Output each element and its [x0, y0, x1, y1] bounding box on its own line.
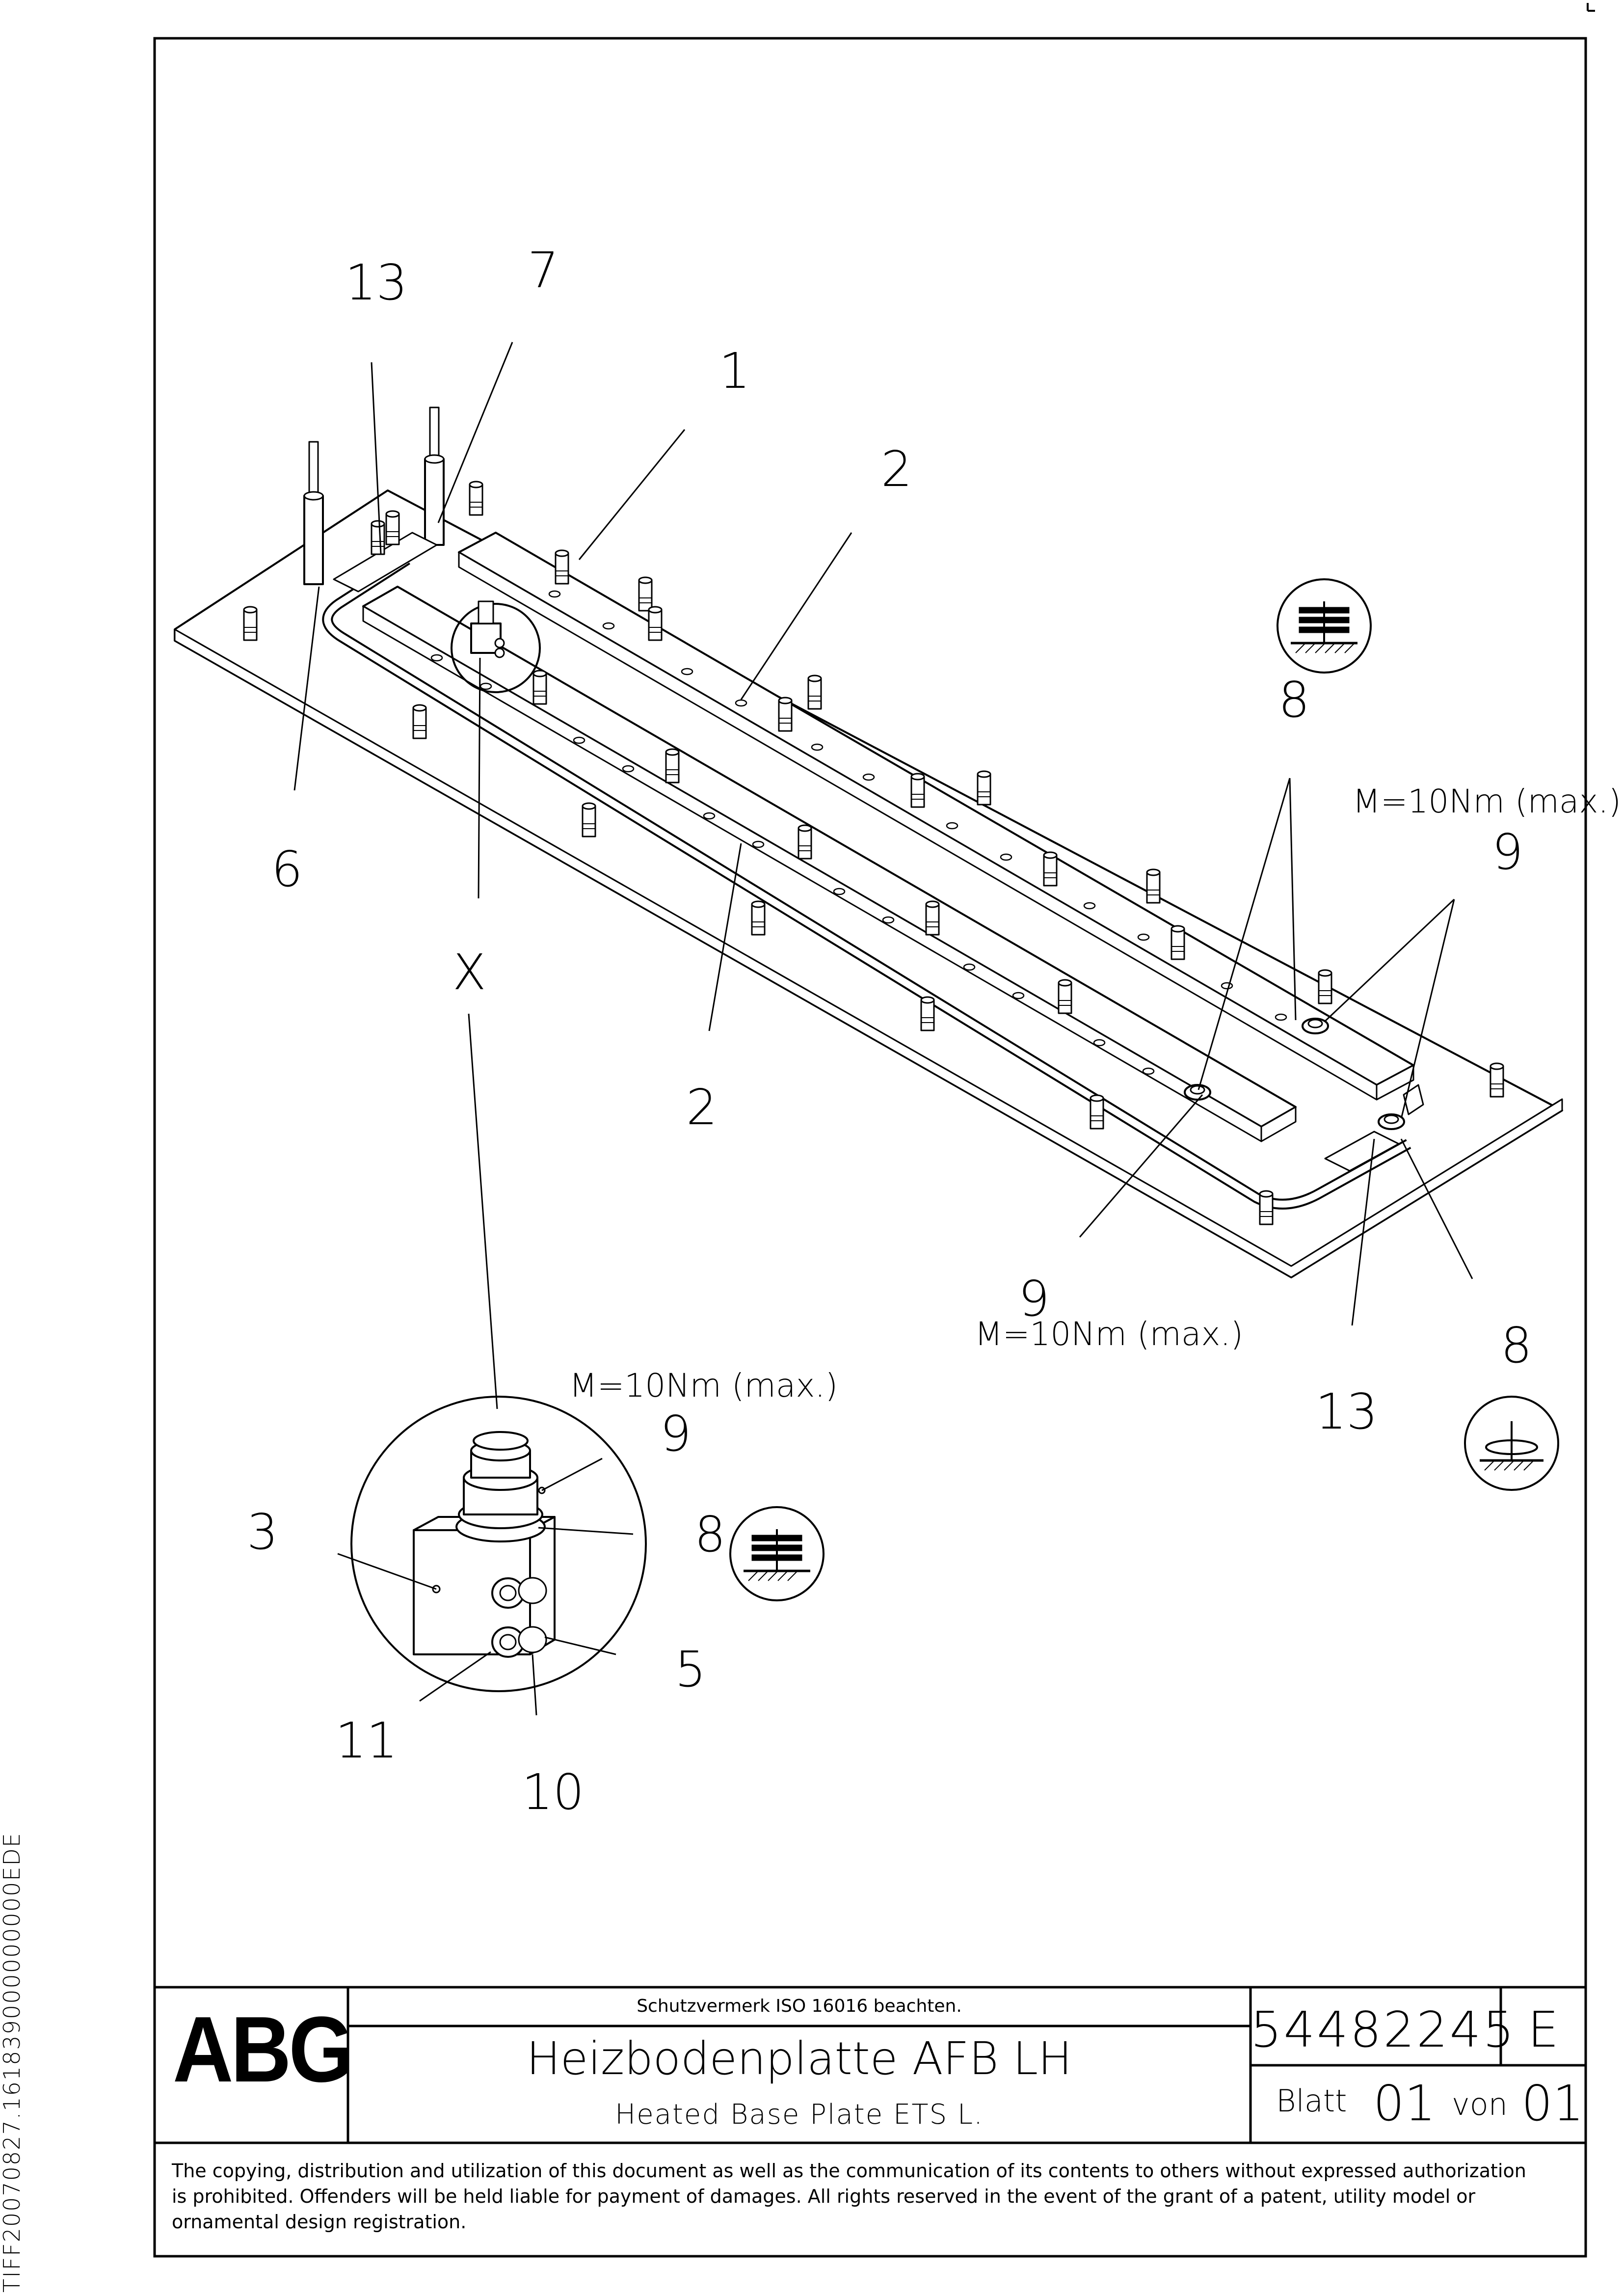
callout-2: 2 — [686, 1079, 718, 1136]
callout-8: 8 — [1501, 1317, 1532, 1374]
detail-leader-lines — [337, 1458, 634, 1716]
detail-x — [350, 1396, 647, 1692]
sheet-total: 01 — [1521, 2075, 1584, 2132]
company-logo: ABG — [173, 1998, 354, 2102]
callout-9: 9 — [1018, 1270, 1050, 1327]
callout-11: 11 — [335, 1712, 398, 1769]
drawing-number: 54482245 — [1251, 2001, 1516, 2058]
protection-note: Schutzvermerk ISO 16016 beachten. — [637, 1996, 962, 2016]
callout-1: 1 — [719, 342, 750, 400]
torque-spec: M=10Nm (max.) — [975, 1315, 1243, 1353]
sheet-label: Blatt — [1276, 2083, 1347, 2119]
callout-13: 13 — [1315, 1383, 1378, 1440]
callout-7: 7 — [528, 242, 559, 299]
callout-8: 8 — [694, 1506, 726, 1563]
callout-5: 5 — [675, 1641, 706, 1698]
torque-spec: M=10Nm (max.) — [569, 1367, 838, 1405]
drawing-frame — [153, 37, 1587, 2258]
side-identifier: TIFF20070827.161839000000000EDE — [0, 1832, 25, 2293]
title-block-grid — [155, 1986, 1586, 2144]
callout-8: 8 — [1278, 671, 1310, 729]
title-english: Heated Base Plate ETS L. — [615, 2099, 984, 2131]
callout-2: 2 — [881, 440, 912, 498]
sheet-number: 01 — [1373, 2075, 1436, 2132]
callout-6: 6 — [271, 840, 303, 898]
of-label: von — [1452, 2086, 1508, 2122]
bearing-symbol-icon — [1464, 1396, 1559, 1491]
copyright-notice: The copying, distribution and utilizatio… — [172, 2160, 1526, 2233]
callout-9: 9 — [660, 1405, 692, 1462]
callout-10: 10 — [522, 1763, 584, 1821]
revision: E — [1527, 2001, 1559, 2058]
torque-symbol-icon — [729, 1506, 825, 1601]
callout-9: 9 — [1492, 823, 1523, 881]
callout-x: X — [452, 944, 486, 1001]
base-plate-assembly — [174, 406, 1563, 1278]
title-german: Heizbodenplatte AFB LH — [526, 2032, 1072, 2085]
callout-3: 3 — [247, 1503, 278, 1561]
leader-lines — [293, 342, 1473, 1409]
torque-symbol-icon — [1277, 578, 1372, 674]
torque-spec: M=10Nm (max.) — [1353, 783, 1621, 820]
callout-13: 13 — [345, 254, 407, 311]
